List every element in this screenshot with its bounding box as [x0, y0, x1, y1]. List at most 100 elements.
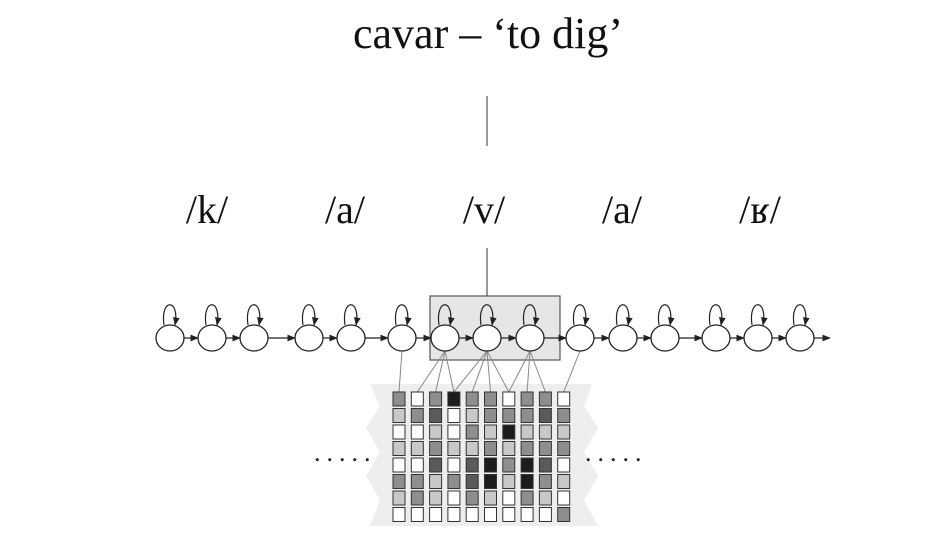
spectrogram-cell	[447, 408, 461, 423]
spectrogram-cell	[520, 391, 534, 407]
hmm-state	[565, 324, 595, 352]
hmm-state	[155, 324, 185, 352]
spectrogram-cell	[447, 490, 461, 506]
spectrogram-cell	[410, 457, 424, 473]
hmm-state	[472, 324, 502, 352]
spectrogram-cell	[410, 490, 424, 506]
spectrogram-cell	[538, 474, 552, 489]
spectrogram-cell	[429, 490, 443, 506]
self-loop-arrow	[437, 304, 455, 326]
self-loop-arrow	[394, 304, 412, 326]
state-frame-link	[529, 350, 546, 393]
spectrogram-cell	[538, 490, 552, 506]
spectrogram-cell	[484, 490, 497, 506]
spectrogram-cell	[557, 507, 571, 522]
spectrogram-cell	[465, 391, 479, 407]
spectrogram-cell	[538, 457, 552, 473]
state-frame-link	[398, 350, 403, 393]
spectrogram-cell	[484, 391, 497, 407]
spectrogram-cell	[447, 507, 461, 522]
spectrogram-cell	[538, 391, 552, 407]
state-frame-link	[435, 350, 446, 393]
spectrogram-cell	[392, 474, 406, 489]
hmm-state	[785, 324, 815, 352]
spectrogram-cell	[465, 408, 479, 423]
self-loop-arrow	[301, 304, 319, 326]
spectrogram-cell	[538, 507, 552, 522]
spectrogram	[392, 391, 571, 522]
self-loop-arrow	[162, 304, 180, 326]
spectrogram-cell	[484, 457, 497, 473]
spectrogram-cell	[538, 441, 552, 456]
spectrogram-cell	[465, 474, 479, 489]
spectrogram-cell	[502, 424, 516, 440]
spectrogram-cell	[410, 474, 424, 489]
self-loop-arrow	[246, 304, 264, 326]
spectrogram-cell	[520, 424, 534, 440]
spectrogram-cell	[502, 457, 516, 473]
self-loop-arrow	[708, 304, 726, 326]
spectrogram-cell	[410, 441, 424, 456]
state-frame-links	[398, 350, 581, 393]
spectrogram-cell	[429, 441, 443, 456]
self-loop-arrow	[522, 304, 540, 326]
spectrogram-cell	[392, 457, 406, 473]
spectrogram-cell	[429, 424, 443, 440]
self-loop-arrow	[204, 304, 222, 326]
spectrogram-cell	[447, 457, 461, 473]
spectrogram-cell	[392, 490, 406, 506]
hmm-state	[701, 324, 731, 352]
self-loop-arrow	[750, 304, 768, 326]
spectrogram-cell	[410, 408, 424, 423]
spectrogram-cell	[465, 424, 479, 440]
hmm-state	[197, 324, 227, 352]
state-frame-link	[486, 350, 510, 393]
spectrogram-cell	[429, 507, 443, 522]
spectrogram-cell	[557, 391, 571, 407]
ellipsis-left: .....	[314, 438, 377, 467]
spectrogram-cell	[520, 490, 534, 506]
spectrogram-cell	[392, 441, 406, 456]
spectrogram-cell	[502, 441, 516, 456]
phoneme-a: /a/	[325, 187, 365, 232]
spectrogram-cell	[429, 457, 443, 473]
spectrogram-cell	[392, 391, 406, 407]
hmm-state	[336, 324, 366, 352]
state-frame-link	[416, 350, 446, 393]
state-frame-link	[526, 350, 531, 393]
spectrogram-cell	[465, 441, 479, 456]
spectrogram-cell	[484, 507, 497, 522]
spectrogram-cell	[447, 441, 461, 456]
hmm-states	[155, 304, 831, 352]
spectrogram-cell	[484, 474, 497, 489]
spectrogram-cell	[557, 441, 571, 456]
self-loop-arrow	[479, 304, 497, 326]
spectrogram-cell	[484, 408, 497, 423]
phoneme-v: /v/	[462, 187, 506, 232]
hmm-state	[387, 324, 417, 352]
ellipsis-right: .....	[585, 438, 648, 467]
spectrogram-cell	[520, 507, 534, 522]
spectrogram-cell	[520, 408, 534, 423]
spectrogram-cell	[465, 507, 479, 522]
self-loop-arrow	[343, 304, 361, 326]
spectrogram-cell	[502, 391, 516, 407]
spectrogram-cell	[520, 457, 534, 473]
spectrogram-cell	[502, 507, 516, 522]
hmm-state	[515, 324, 545, 352]
spectrogram-cell	[429, 474, 443, 489]
hmm-state	[743, 324, 773, 352]
state-frame-link	[471, 350, 488, 393]
spectrogram-cell	[465, 457, 479, 473]
state-frame-link	[508, 350, 531, 393]
hmm-state	[239, 324, 269, 352]
spectrogram-cell	[502, 474, 516, 489]
hmm-state	[608, 324, 638, 352]
spectrogram-cell	[557, 490, 571, 506]
spectrogram-cell	[484, 424, 497, 440]
phoneme-a-2: /a/	[602, 187, 642, 232]
spectrogram-cell	[465, 490, 479, 506]
spectrogram-cell	[447, 391, 461, 407]
spectrogram-cell	[429, 408, 443, 423]
